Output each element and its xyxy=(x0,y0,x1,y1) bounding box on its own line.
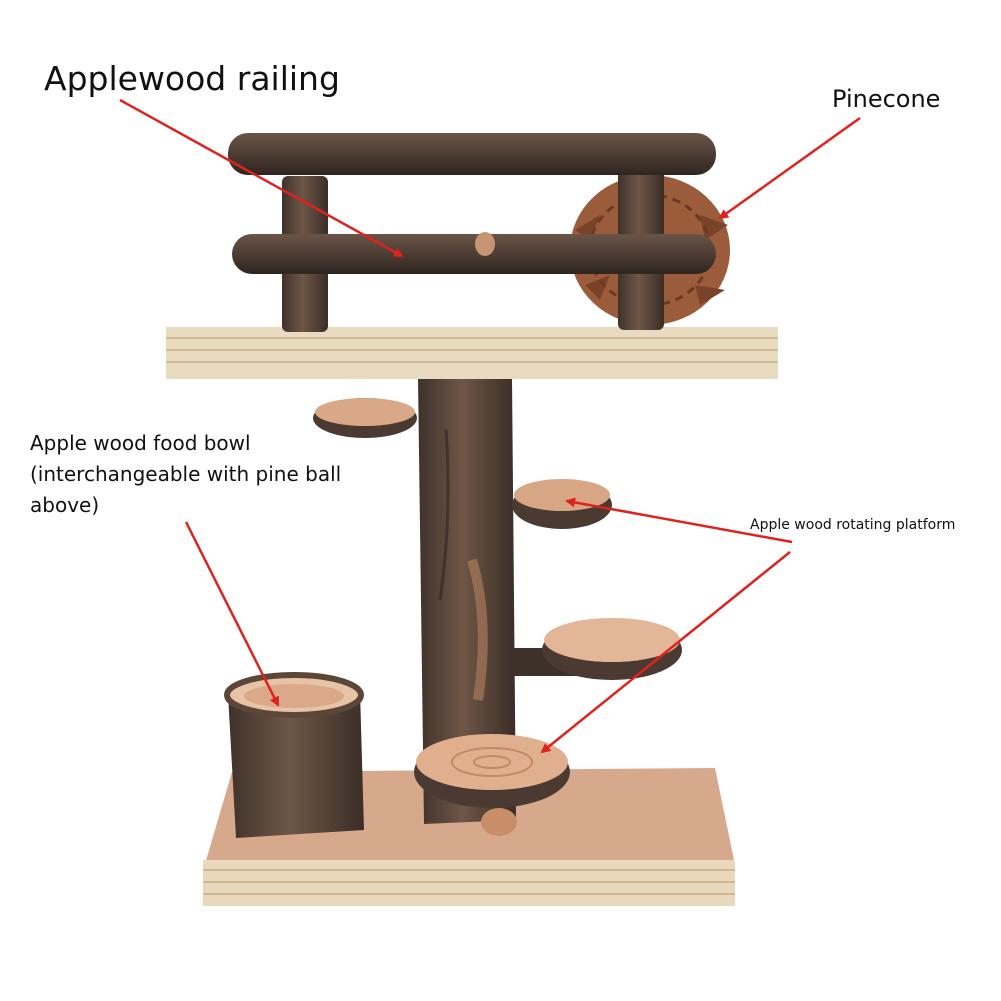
food-bowl xyxy=(224,672,364,838)
arrow-bowl xyxy=(184,521,280,707)
annotation-arrows xyxy=(119,98,861,754)
label-food-bowl: Apple wood food bowl (interchangeable wi… xyxy=(30,428,341,521)
label-food-bowl-line-1: Apple wood food bowl xyxy=(30,431,251,455)
railing-rails xyxy=(228,133,716,274)
arrow-platform-bottom xyxy=(540,551,791,754)
label-applewood-railing: Applewood railing xyxy=(44,59,340,98)
label-pinecone: Pinecone xyxy=(832,85,941,113)
arrow-railing xyxy=(119,98,404,258)
top-shelf xyxy=(166,327,778,379)
platform-lower xyxy=(512,618,682,680)
central-trunk xyxy=(418,378,516,824)
arrow-pinecone xyxy=(718,116,861,220)
label-food-bowl-line-2: (interchangeable with pine ball xyxy=(30,462,342,486)
platform-bottom xyxy=(414,734,570,836)
platform-top-left xyxy=(313,398,417,438)
arrow-platform-middle xyxy=(565,497,793,544)
platform-middle xyxy=(512,479,612,529)
label-food-bowl-line-3: above) xyxy=(30,493,100,517)
label-rotating-platform: Apple wood rotating platform xyxy=(750,517,956,533)
